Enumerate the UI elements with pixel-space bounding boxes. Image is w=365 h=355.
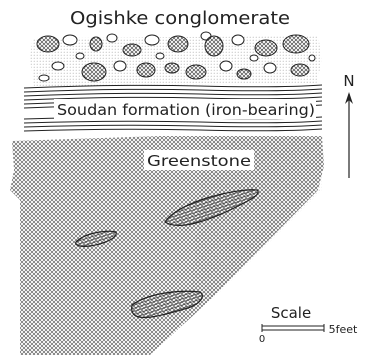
north-label: N	[343, 72, 354, 90]
greenstone-label: Greenstone	[147, 152, 251, 170]
scale-end-label: 5feet	[329, 323, 358, 336]
soudan-formation-label: Soudan formation (iron-bearing)	[57, 101, 315, 119]
north-arrow-icon: N	[343, 72, 354, 178]
scale-zero-label: 0	[259, 334, 265, 345]
scale-title: Scale	[271, 304, 311, 322]
scale-bar: Scale 0 5feet	[259, 304, 358, 345]
scale-bar-rect	[262, 326, 324, 330]
conglomerate-layer	[30, 32, 322, 86]
conglomerate-label: Ogishke conglomerate	[70, 8, 290, 29]
